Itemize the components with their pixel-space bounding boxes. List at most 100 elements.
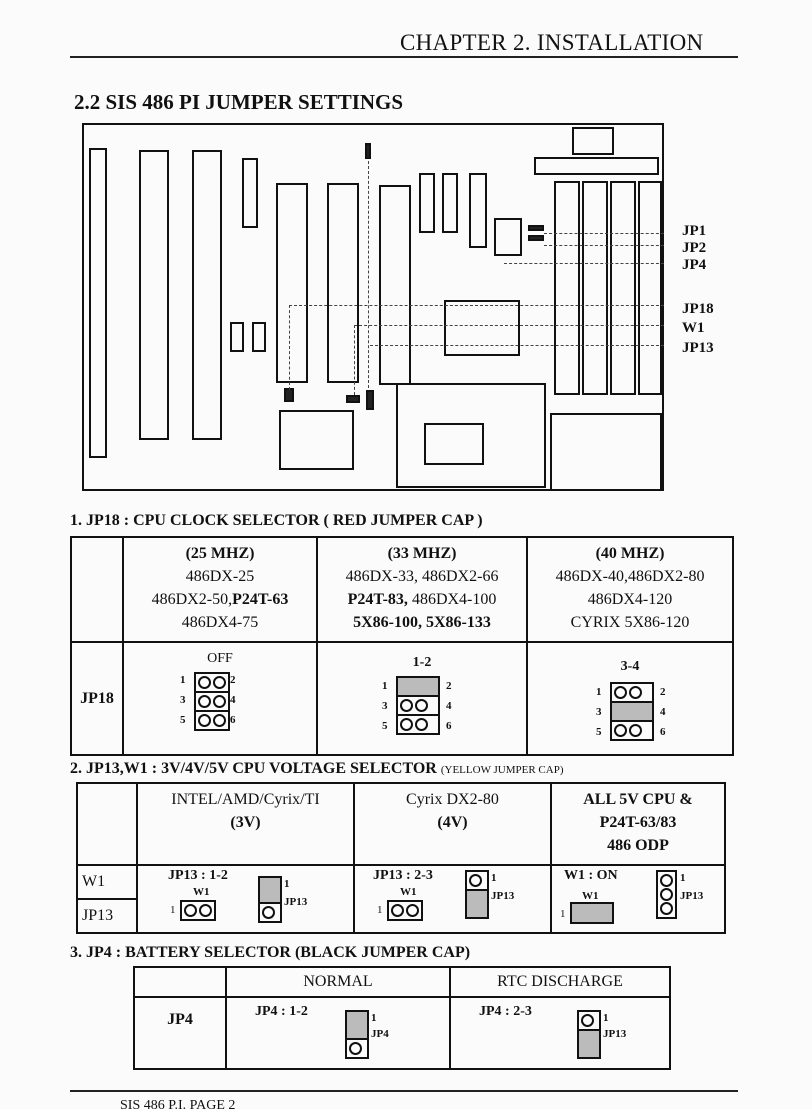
cpu-list: 486DX-40,486DX2-80 xyxy=(555,568,705,585)
voltage-setting-3v: JP13 : 1-2 W1 1 1 JP13 xyxy=(136,864,355,934)
jp18-block xyxy=(284,388,294,402)
w1-header xyxy=(387,900,423,921)
row-w1: W1 xyxy=(78,866,136,900)
jumper-cap xyxy=(612,703,652,722)
voltage-note: (YELLOW JUMPER CAP) xyxy=(440,764,564,776)
label-jp1: JP1 xyxy=(682,223,707,239)
leader-line xyxy=(289,305,664,306)
chipset xyxy=(444,300,520,356)
connector xyxy=(534,157,659,175)
simm-slot xyxy=(638,181,662,395)
battery-row-label: JP4 xyxy=(133,996,227,1070)
speed-label: (25 MHZ) xyxy=(185,545,255,562)
jp4-header xyxy=(577,1010,601,1059)
leader-line xyxy=(504,263,664,264)
leader-line xyxy=(354,325,664,326)
jp2-block xyxy=(528,235,544,241)
pin-diagram: 1 2 3 4 5 6 xyxy=(528,678,732,754)
voltage-col-4v: Cyrix DX2-80 (4V) xyxy=(353,782,552,866)
jp18-row-label-cell: JP18 xyxy=(70,641,124,756)
isa-slot xyxy=(192,150,222,440)
jp18-col-33: (33 MHZ) 486DX-33, 486DX2-66 P24T-83, 48… xyxy=(316,536,528,643)
w1-header xyxy=(570,902,614,924)
w1-header xyxy=(180,900,216,921)
jumper-header xyxy=(194,672,230,731)
cpu-list: 486DX4-120 xyxy=(587,591,673,608)
cpu-core xyxy=(424,423,484,465)
voltage-table: INTEL/AMD/Cyrix/TI (3V) Cyrix DX2-80 (4V… xyxy=(76,782,726,934)
simm-slot xyxy=(582,181,608,395)
battery-col-rtc: RTC DISCHARGE xyxy=(449,966,671,998)
isa-slot xyxy=(139,150,169,440)
speed-label: (40 MHZ) xyxy=(595,545,665,562)
page-footer: SIS 486 P.I. PAGE 2 xyxy=(120,1098,236,1109)
battery-setting-rtc: JP4 : 2-3 1 JP13 xyxy=(449,996,671,1070)
chip xyxy=(469,173,487,248)
battery-heading: 3. JP4 : BATTERY SELECTOR (BLACK JUMPER … xyxy=(70,944,471,961)
jp18-setting-1-2: 1-2 1 2 3 4 5 6 xyxy=(316,641,528,756)
memory-chip xyxy=(327,183,359,383)
battery-table: NORMAL RTC DISCHARGE JP4 JP4 : 1-2 1 JP4… xyxy=(133,966,671,1070)
jumper-cap xyxy=(398,678,438,697)
jumper-block xyxy=(365,143,371,159)
empty-cell xyxy=(133,966,227,998)
simm-slot xyxy=(610,181,636,395)
jp18-setting-3-4: 3-4 1 2 3 4 5 6 xyxy=(526,641,734,756)
jp13-block xyxy=(366,390,374,410)
empty-cell xyxy=(76,782,138,866)
section-title: 2.2 SIS 486 PI JUMPER SETTINGS xyxy=(74,90,404,114)
voltage-setting-4v: JP13 : 2-3 W1 1 1 JP13 xyxy=(353,864,552,934)
jp18-setting-off: OFF 1 2 3 4 5 6 xyxy=(122,641,318,756)
jp1-block xyxy=(528,225,544,231)
chapter-header: CHAPTER 2. INSTALLATION xyxy=(400,30,704,55)
bios-chip xyxy=(279,410,354,470)
jp18-heading: 1. JP18 : CPU CLOCK SELECTOR ( RED JUMPE… xyxy=(70,512,483,529)
battery-col-normal: NORMAL xyxy=(225,966,451,998)
motherboard-diagram xyxy=(82,123,664,491)
cpu-list: P24T-83, 486DX4-100 xyxy=(347,591,497,608)
row-jp13: JP13 xyxy=(82,907,114,924)
cpu-list: 486DX-25 xyxy=(185,568,255,585)
cpu-socket xyxy=(396,383,546,488)
leader-line xyxy=(368,161,369,393)
leader-line xyxy=(354,325,355,395)
leader-line xyxy=(544,233,664,234)
chip xyxy=(242,158,258,228)
setting-label: 3-4 xyxy=(620,659,640,674)
speed-label: (33 MHZ) xyxy=(387,545,457,562)
pin-diagram: 1 2 3 4 5 6 xyxy=(318,674,526,754)
label-jp18: JP18 xyxy=(682,301,714,317)
jumper-header xyxy=(396,676,440,735)
isa-slot xyxy=(89,148,107,458)
jp18-col-40: (40 MHZ) 486DX-40,486DX2-80 486DX4-120 C… xyxy=(526,536,734,643)
jumper-header xyxy=(610,682,654,741)
memory-chip xyxy=(379,185,411,385)
memory-chip xyxy=(276,183,308,383)
header-rule xyxy=(70,56,738,58)
voltage-row-labels: W1 JP13 xyxy=(76,864,138,934)
chip xyxy=(419,173,435,233)
chip xyxy=(442,173,458,233)
cpu-list: 486DX-33, 486DX2-66 xyxy=(345,568,499,585)
jp13-header xyxy=(465,870,489,919)
chip xyxy=(494,218,522,256)
voltage-setting-5v: W1 : ON W1 1 1 JP13 xyxy=(550,864,726,934)
label-jp13: JP13 xyxy=(682,340,714,356)
leader-line xyxy=(370,345,664,346)
chip xyxy=(230,322,244,352)
label-jp2: JP2 xyxy=(682,240,707,256)
jp18-row-label: JP18 xyxy=(80,689,114,707)
cpu-list: CYRIX 5X86-120 xyxy=(570,614,690,631)
voltage-col-5v: ALL 5V CPU & P24T-63/83 486 ODP xyxy=(550,782,726,866)
connector xyxy=(572,127,614,155)
empty-cell xyxy=(70,536,124,643)
pin-diagram: 1 2 3 4 5 6 xyxy=(124,670,316,750)
cpu-list: 5X86-100, 5X86-133 xyxy=(353,614,491,631)
jp18-col-25: (25 MHZ) 486DX-25 486DX2-50,P24T-63 486D… xyxy=(122,536,318,643)
jp13-header xyxy=(656,870,677,919)
jp4-header xyxy=(345,1010,369,1059)
jp13-header xyxy=(258,876,282,923)
chip xyxy=(252,322,266,352)
label-w1: W1 xyxy=(682,320,705,336)
